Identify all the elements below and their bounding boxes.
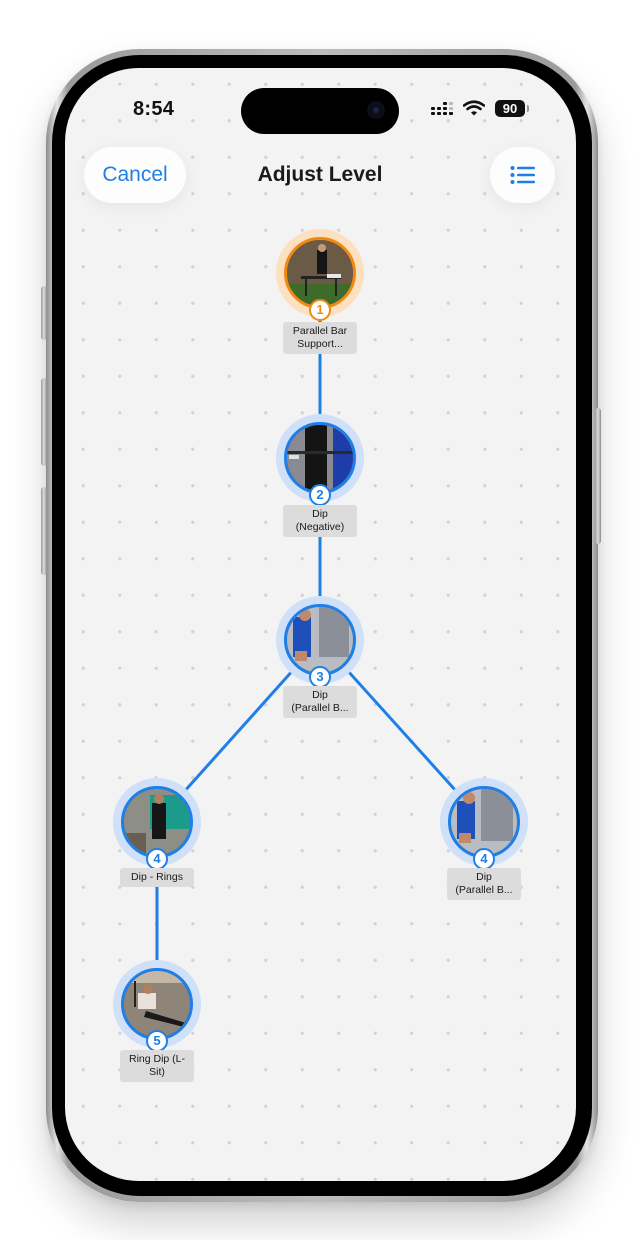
exercise-thumbnail (284, 604, 356, 676)
tree-node-level-4-rings[interactable]: 4 (113, 778, 201, 870)
battery-tip (527, 105, 529, 112)
status-time: 8:54 (133, 98, 175, 120)
node-label: Dip (Negative) (283, 505, 357, 537)
power-button (595, 408, 601, 544)
tree-node-level-5[interactable]: 5 (113, 960, 201, 1052)
exercise-thumbnail (121, 968, 193, 1040)
wifi-icon (463, 100, 485, 116)
level-badge: 3 (309, 666, 331, 688)
list-icon (510, 166, 535, 184)
tree-node-level-4-parallel[interactable]: 4 (440, 778, 528, 870)
status-bar: 8:54 90 (65, 68, 576, 134)
volume-down-button (41, 487, 47, 575)
level-badge: 4 (146, 848, 168, 870)
level-badge: 5 (146, 1030, 168, 1052)
tree-node-level-2[interactable]: 2 (276, 414, 364, 506)
exercise-thumbnail (284, 237, 356, 309)
exercise-thumbnail (121, 786, 193, 858)
tree-node-level-1[interactable]: 1 (276, 229, 364, 321)
volume-up-button (41, 378, 47, 466)
screen: 8:54 90 Cancel Adjust Level (65, 68, 576, 1181)
page-title: Adjust Level (257, 163, 383, 186)
tree-node-level-3[interactable]: 3 (276, 596, 364, 688)
node-label: Dip - Rings (120, 868, 194, 887)
list-view-button[interactable] (490, 147, 555, 203)
cancel-button[interactable]: Cancel (84, 147, 186, 203)
battery-icon: 90 (495, 100, 525, 117)
node-label: Dip (Parallel B... (283, 686, 357, 718)
level-badge: 4 (473, 848, 495, 870)
exercise-thumbnail (284, 422, 356, 494)
node-label: Parallel Bar Support... (283, 322, 357, 354)
level-badge: 1 (309, 299, 331, 321)
level-badge: 2 (309, 484, 331, 506)
front-camera (367, 101, 385, 119)
node-label: Dip (Parallel B... (447, 868, 521, 900)
signal-icon (431, 102, 453, 116)
action-button (41, 286, 47, 340)
node-label: Ring Dip (L- Sit) (120, 1050, 194, 1082)
